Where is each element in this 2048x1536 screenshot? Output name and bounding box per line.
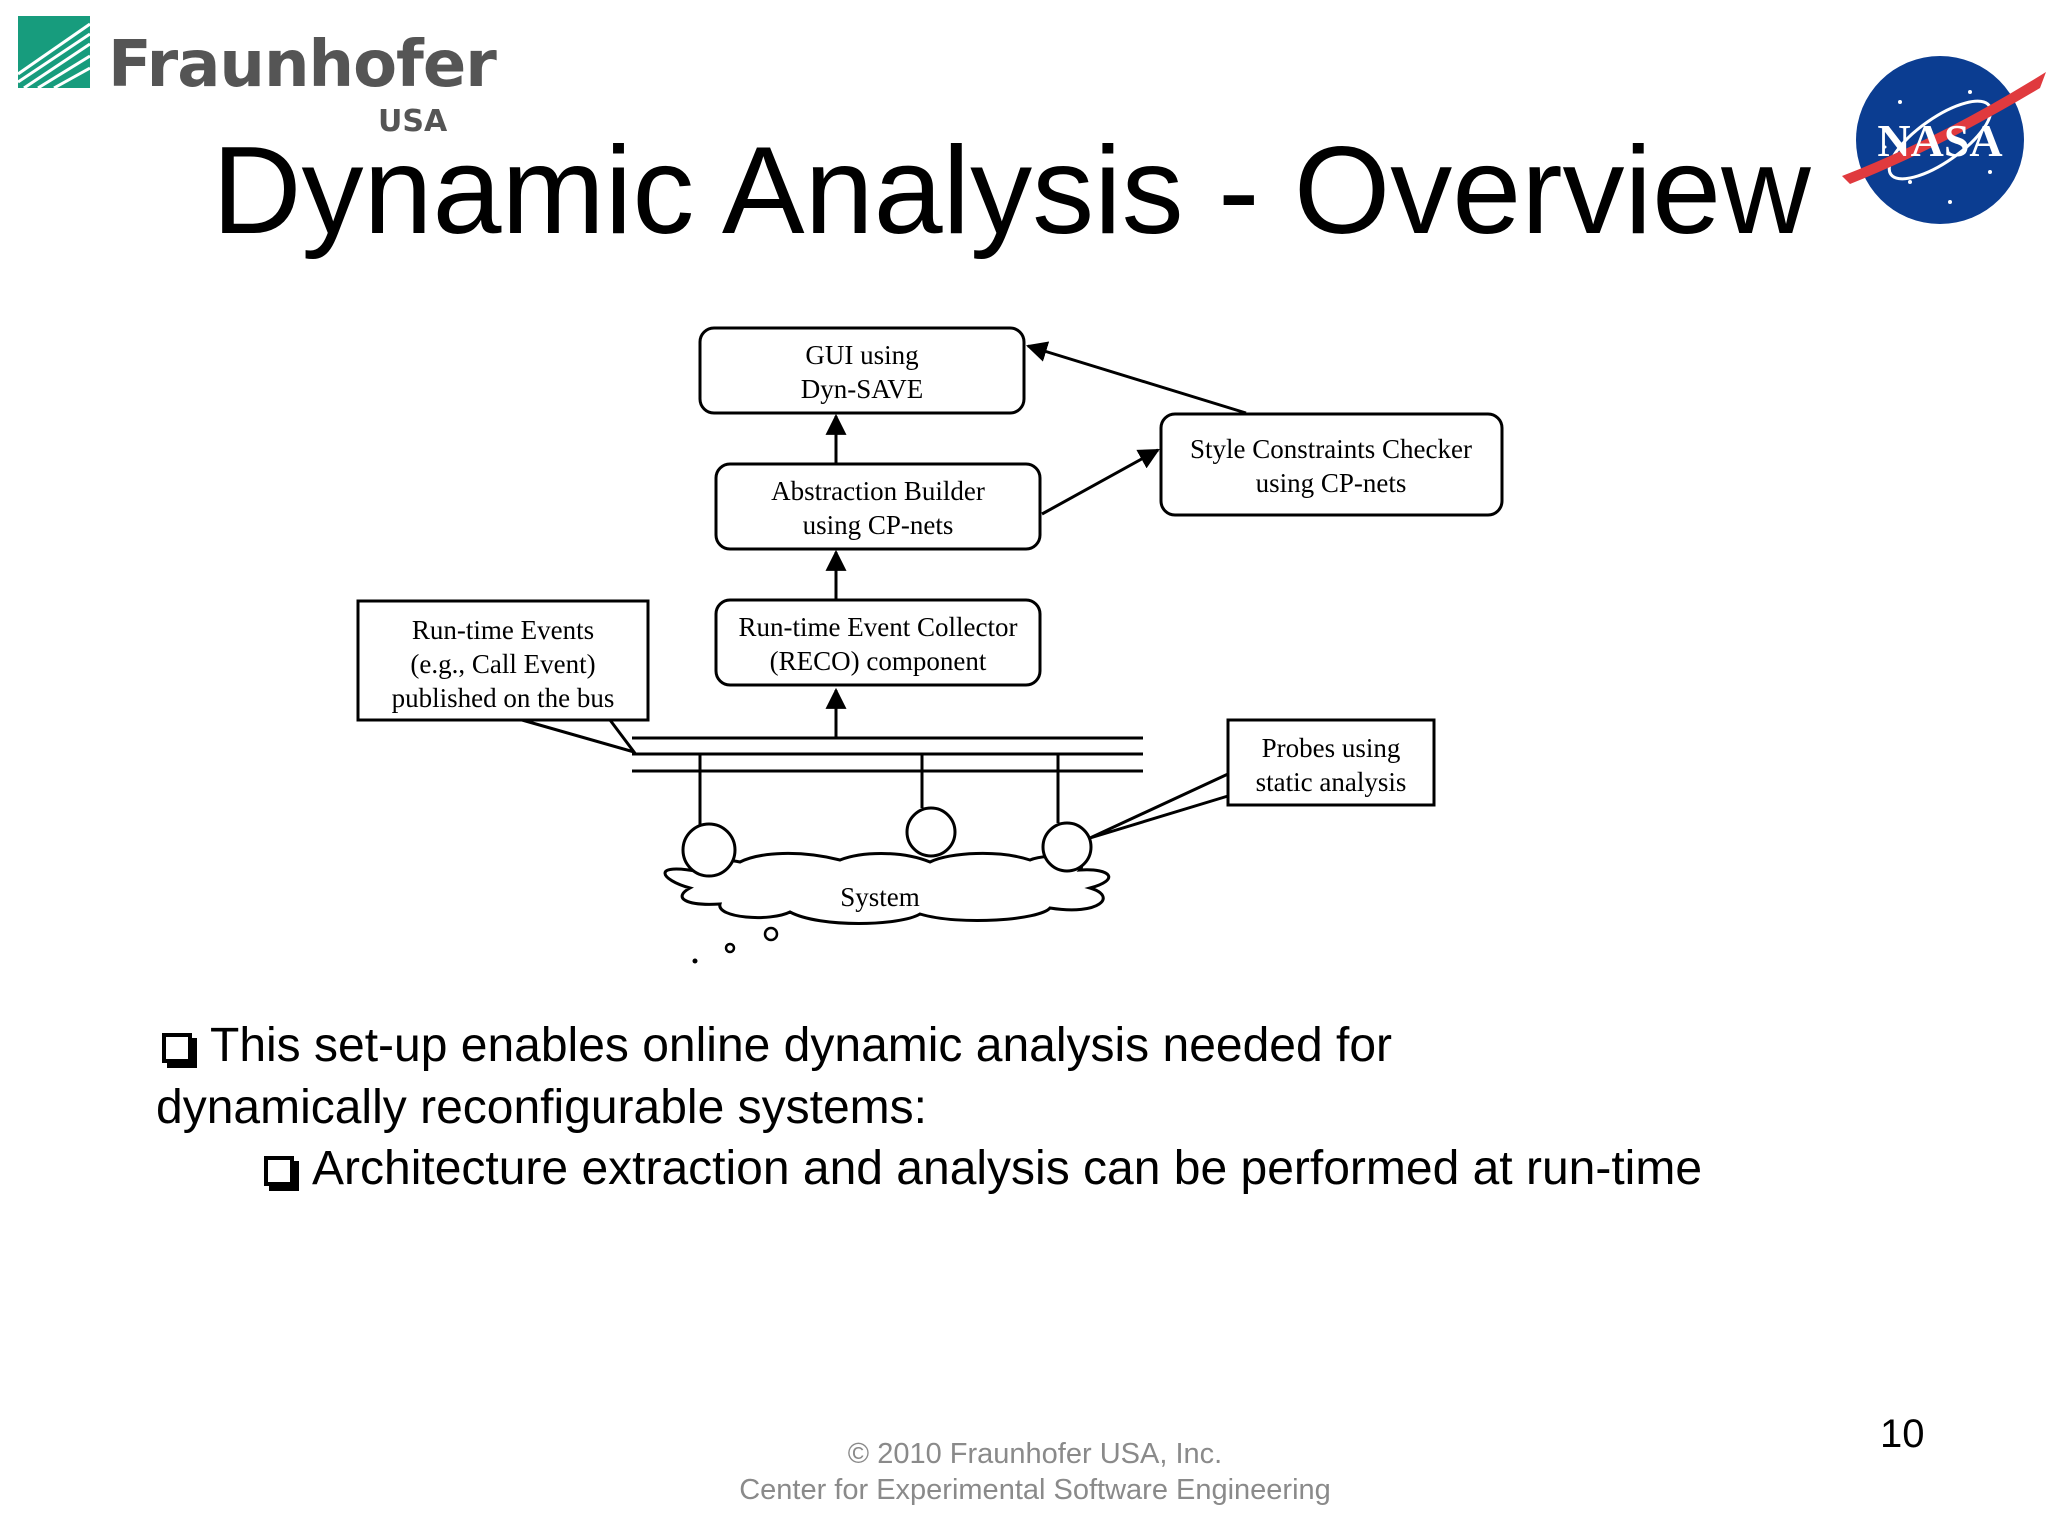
probes-line1: Probes using	[1262, 733, 1401, 763]
checkbox-bullet-icon	[162, 1033, 192, 1063]
system-cloud: System	[663, 851, 1111, 964]
arrow-checker-to-gui	[1025, 341, 1247, 415]
thought-bubble-large	[763, 926, 779, 942]
bullet-main-line1: This set-up enables online dynamic analy…	[210, 1019, 1393, 1072]
bullet-main-line2: dynamically reconfigurable systems:	[156, 1081, 927, 1134]
runtime-events-callout: Run-time Events (e.g., Call Event) publi…	[356, 599, 650, 755]
runtime-events-line2: (e.g., Call Event)	[410, 649, 595, 679]
fraunhofer-logo-text: Fraunhofer	[108, 28, 497, 102]
nasa-logo-text: NASA	[1877, 115, 2002, 166]
system-label: System	[840, 882, 920, 912]
probes-callout: Probes using static analysis	[1089, 718, 1436, 840]
abstraction-builder-line1: Abstraction Builder	[771, 476, 985, 506]
probe-circle-1	[681, 822, 737, 878]
reco-box: Run-time Event Collector (RECO) componen…	[714, 598, 1042, 687]
reco-line2: (RECO) component	[770, 646, 987, 676]
runtime-events-line1: Run-time Events	[412, 615, 594, 645]
arrow-abstraction-to-checker	[1041, 448, 1160, 516]
thought-bubble-medium	[724, 942, 736, 954]
probe-circle-3	[1041, 821, 1093, 873]
footer-org: Center for Experimental Software Enginee…	[739, 1474, 1331, 1506]
reco-line1: Run-time Event Collector	[739, 612, 1018, 642]
style-checker-line2: using CP-nets	[1256, 468, 1407, 498]
probes-line2: static analysis	[1256, 767, 1407, 797]
gui-box: GUI using Dyn-SAVE	[698, 326, 1026, 415]
fraunhofer-emblem-icon	[17, 16, 91, 90]
event-bus	[632, 736, 1143, 773]
page-title: Dynamic Analysis - Overview	[212, 122, 1811, 260]
footer-copyright: © 2010 Fraunhofer USA, Inc.	[847, 1438, 1223, 1470]
bullet-sub: Architecture extraction and analysis can…	[258, 1141, 1702, 1196]
nasa-logo: NASA	[1840, 52, 2048, 232]
nasa-meatball-icon: NASA	[1842, 56, 2046, 224]
abstraction-builder-box: Abstraction Builder using CP-nets	[714, 462, 1042, 551]
probe-circle-2	[905, 806, 957, 858]
gui-box-line2: Dyn-SAVE	[801, 374, 924, 404]
thought-bubble-small	[692, 958, 698, 964]
fraunhofer-logo	[17, 16, 91, 90]
bullet-sub-text: Architecture extraction and analysis can…	[312, 1142, 1703, 1195]
style-checker-line1: Style Constraints Checker	[1190, 434, 1472, 464]
runtime-events-line3: published on the bus	[392, 683, 615, 713]
fraunhofer-logo-subtext: USA	[378, 104, 448, 139]
style-constraints-checker-box: Style Constraints Checker using CP-nets	[1159, 412, 1504, 517]
abstraction-builder-line2: using CP-nets	[803, 510, 954, 540]
page-number: 10	[1880, 1412, 1925, 1456]
checkbox-bullet-icon	[264, 1156, 294, 1186]
gui-box-line1: GUI using	[805, 340, 918, 370]
bullet-main: This set-up enables online dynamic analy…	[156, 1018, 1392, 1073]
